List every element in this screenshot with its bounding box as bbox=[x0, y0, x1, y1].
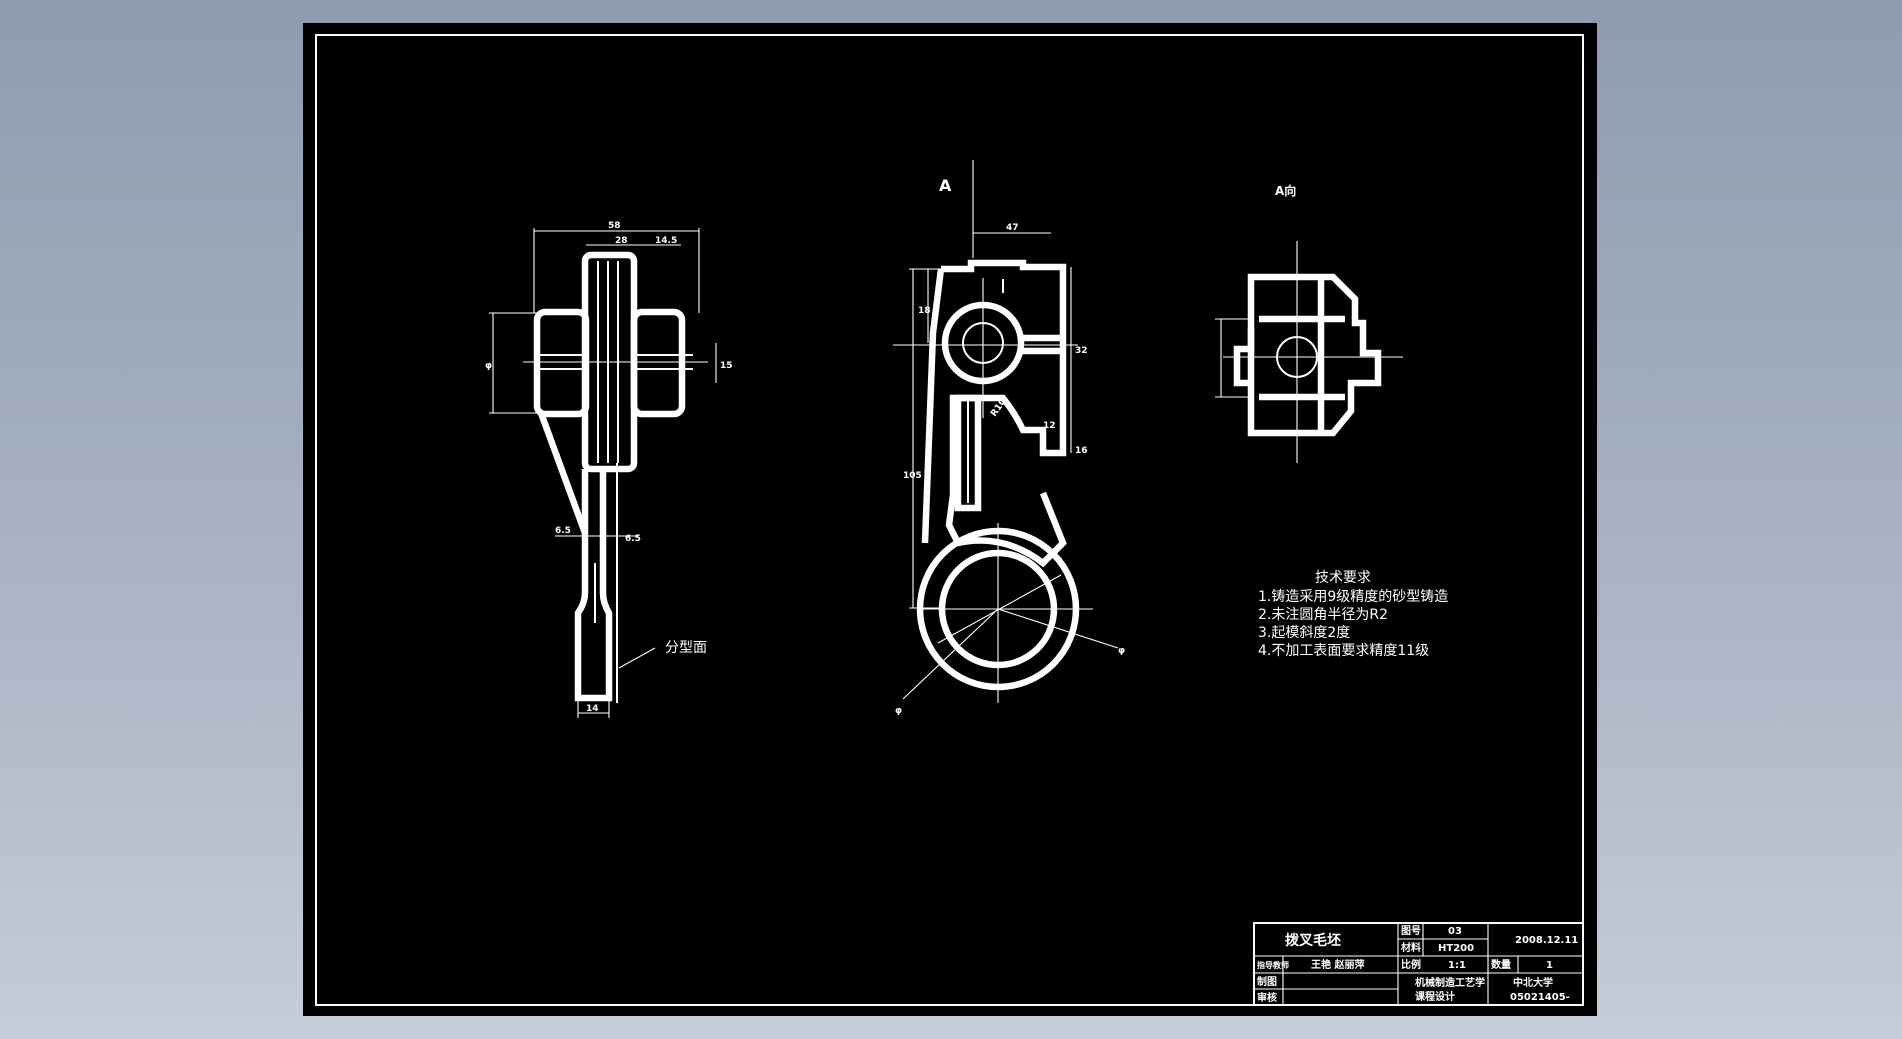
dim-phi3: φ bbox=[1118, 646, 1125, 656]
tech-req-item-3: 3.起模斜度2度 bbox=[1258, 625, 1350, 641]
dim-c: 12 bbox=[1043, 421, 1056, 431]
title-block: 拨叉毛坯 图号 03 材料 HT200 2008.12.11 指导教师 王艳 赵… bbox=[1253, 922, 1584, 1006]
tech-req-item-1: 1.铸造采用9级精度的砂型铸造 bbox=[1258, 589, 1448, 605]
date: 2008.12.11 bbox=[1515, 935, 1578, 946]
scale: 1:1 bbox=[1448, 960, 1466, 971]
scale-label: 比例 bbox=[1401, 958, 1421, 971]
dim-left1: 18 bbox=[918, 306, 931, 316]
dim-6-5b: 6.5 bbox=[625, 534, 641, 544]
quantity: 1 bbox=[1546, 960, 1553, 971]
dim-phi: φ bbox=[485, 361, 492, 371]
view-a-label: A向 bbox=[1275, 183, 1296, 198]
dim-b: 16 bbox=[1075, 446, 1088, 456]
drawing-canvas: 58 28 14.5 φ 15 6.5 6.5 14 分型面 A bbox=[315, 34, 1584, 1006]
dim-14-5: 14.5 bbox=[655, 236, 677, 246]
tech-req-item-4: 4.不加工表面要求精度11级 bbox=[1258, 643, 1429, 659]
dim-28: 28 bbox=[615, 236, 628, 246]
material-label: 材料 bbox=[1401, 941, 1421, 954]
part-name: 拨叉毛坯 bbox=[1285, 932, 1341, 949]
side-view: 58 28 14.5 φ 15 6.5 6.5 14 分型面 bbox=[485, 221, 733, 718]
drawn-label: 制图 bbox=[1257, 975, 1277, 988]
drawing-sheet: 58 28 14.5 φ 15 6.5 6.5 14 分型面 A bbox=[303, 23, 1597, 1016]
dim-14: 14 bbox=[586, 704, 599, 714]
technical-requirements: 技术要求 1.铸造采用9级精度的砂型铸造 2.未注圆角半径为R2 3.起模斜度2… bbox=[1258, 570, 1448, 659]
dim-phi2: φ bbox=[895, 706, 902, 716]
front-view: A 47 105 18 32 16 bbox=[893, 160, 1125, 716]
advisor-label: 指导教师 bbox=[1257, 960, 1289, 970]
advisor: 王艳 赵丽萍 bbox=[1311, 958, 1364, 971]
tech-req-title: 技术要求 bbox=[1315, 570, 1371, 586]
drawing-border bbox=[315, 34, 1584, 1006]
course2: 课程设计 bbox=[1415, 990, 1455, 1003]
a-direction-view: A向 bbox=[1215, 183, 1403, 463]
parting-face-label: 分型面 bbox=[665, 640, 707, 656]
quantity-label: 数量 bbox=[1491, 958, 1511, 971]
school: 中北大学 bbox=[1513, 976, 1553, 989]
dim-47: 47 bbox=[1006, 223, 1019, 233]
checked-label: 审核 bbox=[1257, 991, 1277, 1004]
dim-58: 58 bbox=[608, 221, 621, 231]
section-label: A bbox=[939, 176, 952, 195]
course: 机械制造工艺学 bbox=[1415, 976, 1485, 989]
dim-15: 15 bbox=[720, 361, 733, 371]
drawing-no: 03 bbox=[1448, 926, 1462, 937]
student-id: 05021405- bbox=[1510, 992, 1570, 1003]
dim-6-5a: 6.5 bbox=[555, 526, 571, 536]
material: HT200 bbox=[1438, 943, 1474, 954]
drawing-no-label: 图号 bbox=[1401, 925, 1421, 937]
tech-req-item-2: 2.未注圆角半径为R2 bbox=[1258, 607, 1388, 623]
dim-a: 32 bbox=[1075, 346, 1088, 356]
dim-left2: 105 bbox=[903, 471, 922, 481]
